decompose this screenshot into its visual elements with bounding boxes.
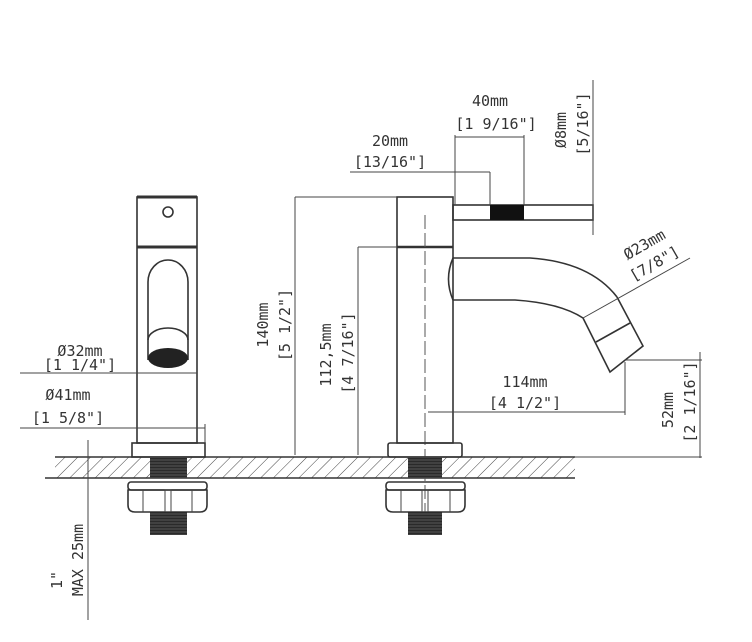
- countertop: [45, 456, 575, 479]
- dim-40mm: 40mm: [472, 92, 508, 110]
- dim-40mm-inch: [1 9/16"]: [455, 115, 536, 133]
- dim-32mm: Ø32mm: [57, 342, 102, 360]
- dim-112-5mm-inch: [4 7/16"]: [339, 312, 357, 393]
- dim-52mm-inch: [2 1/16"]: [681, 361, 699, 442]
- dim-114mm-inch: [4 1/2"]: [489, 394, 561, 412]
- dim-8mm: Ø8mm: [552, 112, 570, 148]
- dim-112-5mm: 112,5mm: [317, 323, 335, 386]
- dim-8mm-inch: [5/16"]: [574, 92, 592, 155]
- dim-114mm: 114mm: [502, 373, 547, 391]
- front-view-faucet: [127, 195, 208, 535]
- dimension-lines: [20, 80, 702, 620]
- dim-140mm-inch: [5 1/2"]: [276, 289, 294, 361]
- dim-140mm: 140mm: [254, 302, 272, 347]
- side-view-faucet: [385, 196, 645, 535]
- aerator: [148, 348, 188, 368]
- dim-max-1-inch: 1": [48, 571, 66, 589]
- dim-41mm-inch: [1 5/8"]: [32, 409, 104, 427]
- handle-grip: [490, 205, 524, 220]
- dim-20mm: 20mm: [372, 132, 408, 150]
- dim-32mm-inch: [1 1/4"]: [44, 356, 116, 374]
- dim-20mm-inch: [13/16"]: [354, 153, 426, 171]
- dim-max-25mm: MAX 25mm: [69, 524, 87, 596]
- dim-41mm: Ø41mm: [45, 386, 90, 404]
- handle-end-icon: [162, 206, 174, 218]
- dim-52mm: 52mm: [659, 392, 677, 428]
